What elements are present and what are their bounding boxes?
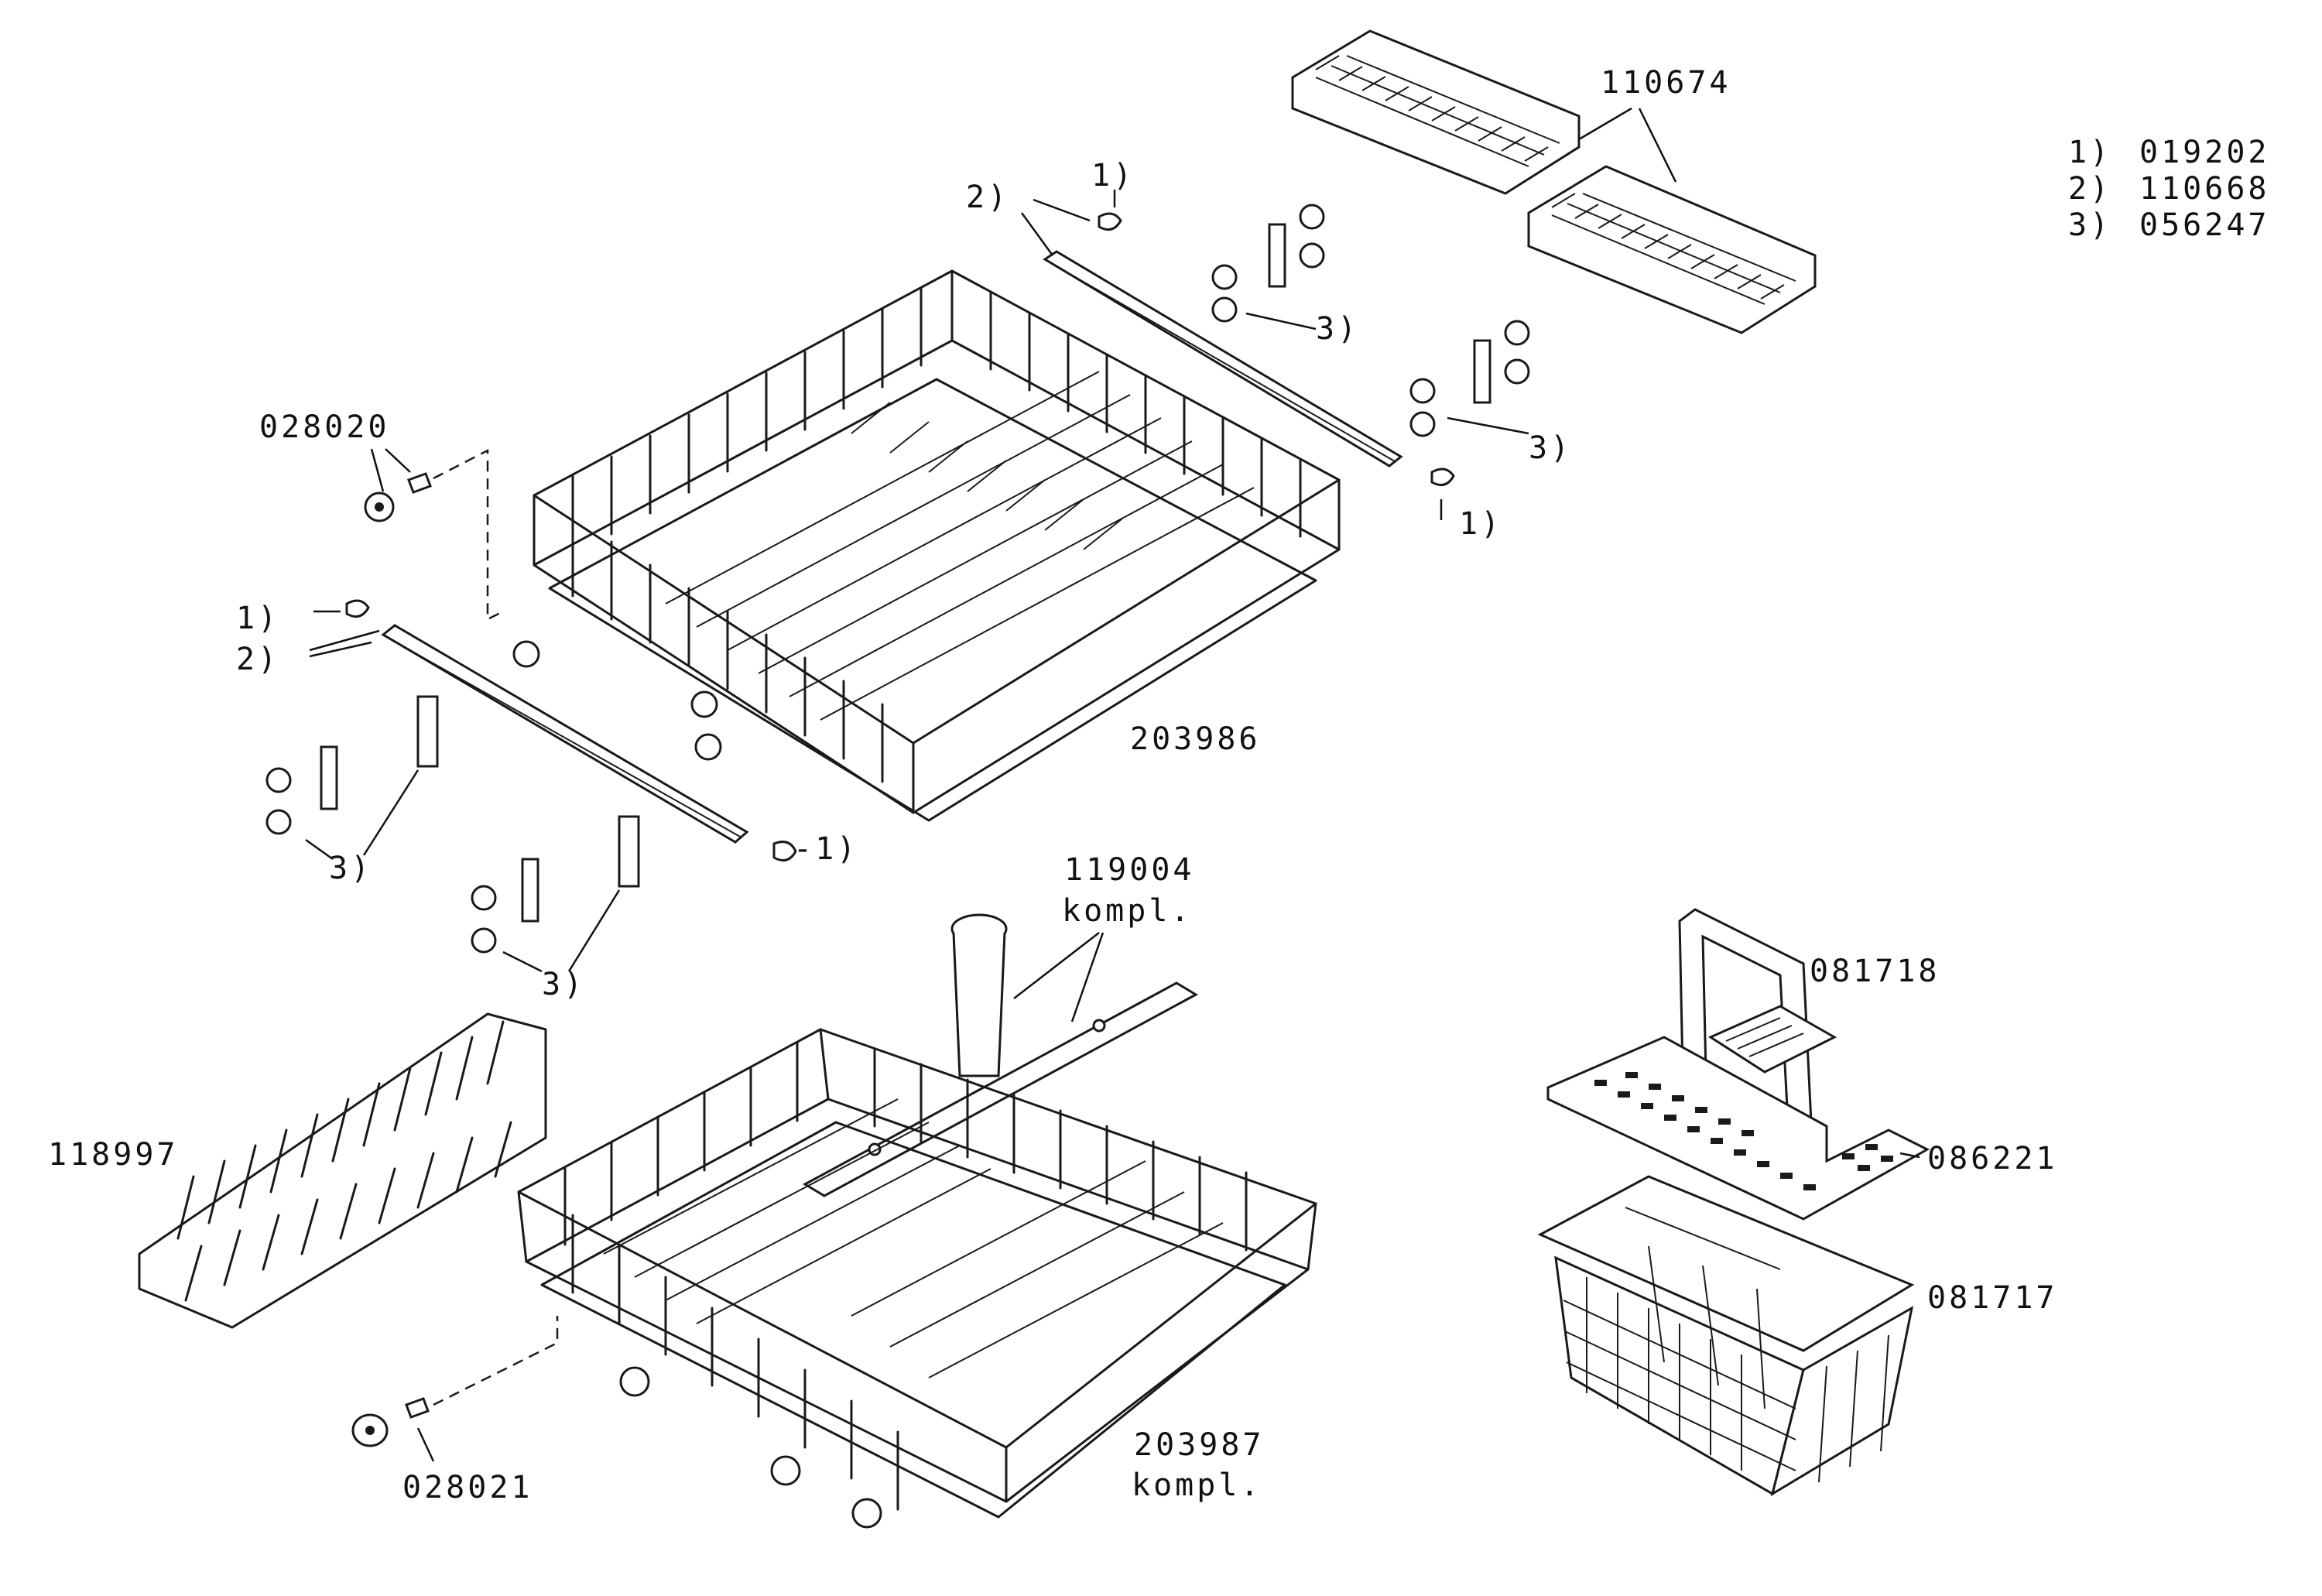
callout-3-top: 3) bbox=[1316, 311, 1359, 347]
cup-rack-1 bbox=[1291, 29, 1581, 195]
label-basket-handle: 081718 bbox=[1810, 954, 1940, 989]
lower-basket bbox=[517, 1028, 1317, 1529]
clip-part bbox=[345, 212, 1455, 862]
callout-2-left: 2) bbox=[236, 642, 279, 677]
label-upper-basket: 203986 bbox=[1130, 721, 1261, 757]
label-wheel-lower: 028021 bbox=[402, 1470, 533, 1505]
label-plate-insert: 118997 bbox=[48, 1137, 179, 1173]
callout-1-right: 1) bbox=[1459, 506, 1502, 542]
legend-key-3: 3) bbox=[2068, 207, 2111, 243]
label-lower-basket-note: kompl. bbox=[1132, 1468, 1262, 1503]
legend-code-3: 056247 bbox=[2139, 207, 2270, 243]
rail-upper-left bbox=[381, 624, 749, 844]
legend-code-2: 110668 bbox=[2139, 171, 2270, 207]
basket-lid bbox=[1546, 1036, 1930, 1221]
wheel-upper bbox=[364, 448, 504, 622]
legend-code-1: 019202 bbox=[2139, 135, 2270, 170]
callout-2-top: 2) bbox=[966, 180, 1009, 215]
legend: 1) 019202 2) 110668 3) 056247 bbox=[2068, 135, 2270, 243]
upper-basket bbox=[512, 269, 1341, 822]
label-spray-arm-note: kompl. bbox=[1062, 893, 1193, 929]
label-cutlery-basket: 081717 bbox=[1927, 1280, 2058, 1316]
plate-insert bbox=[138, 1012, 547, 1329]
cutlery-basket bbox=[1537, 1175, 1915, 1497]
label-basket-lid: 086221 bbox=[1927, 1141, 2058, 1176]
label-wheel-upper: 028020 bbox=[259, 409, 390, 445]
callout-1-left: 1) bbox=[236, 601, 279, 636]
roller-bracket-sets bbox=[265, 204, 1530, 954]
callout-3-left: 3) bbox=[329, 851, 372, 886]
wheel-lower bbox=[351, 1316, 559, 1447]
label-cup-racks: 110674 bbox=[1601, 65, 1731, 101]
label-spray-arm-code: 119004 bbox=[1064, 852, 1195, 888]
callout-dash-1: -1) bbox=[793, 831, 858, 867]
label-lower-basket-code: 203987 bbox=[1134, 1427, 1265, 1463]
legend-key-1: 1) bbox=[2068, 135, 2111, 170]
callout-3-right: 3) bbox=[1529, 430, 1572, 466]
cup-rack-2 bbox=[1527, 165, 1817, 334]
callout-1-top: 1) bbox=[1091, 158, 1135, 194]
spray-arm bbox=[802, 913, 1199, 1197]
legend-key-2: 2) bbox=[2068, 171, 2111, 207]
callout-3-lower: 3) bbox=[542, 967, 585, 1002]
